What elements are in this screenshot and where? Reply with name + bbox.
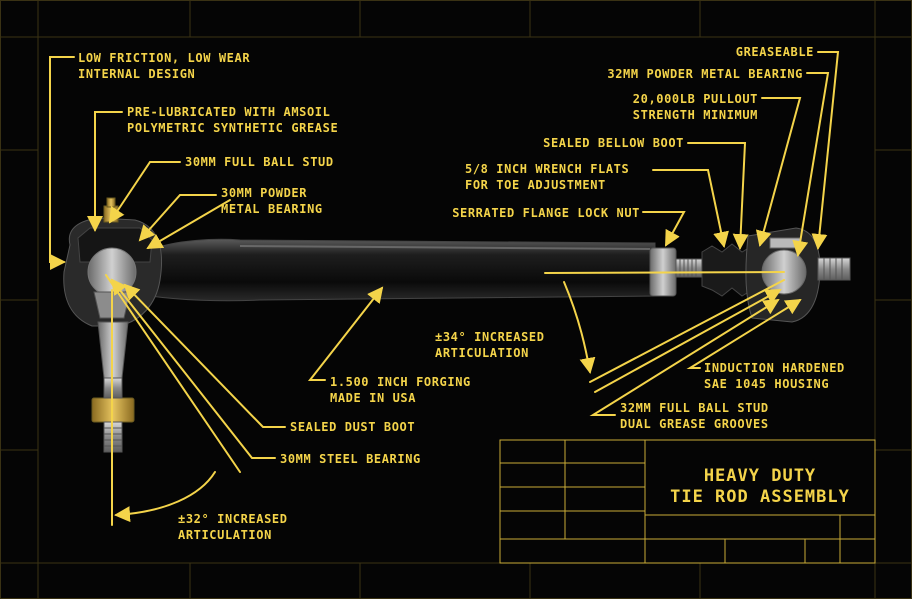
label-artic-34-2: ARTICULATION bbox=[435, 346, 529, 360]
label-artic-32-1: ±32° INCREASED bbox=[178, 512, 288, 526]
label-steel-bearing: 30MM STEEL BEARING bbox=[280, 452, 421, 466]
label-wrench-flats-1: 5/8 INCH WRENCH FLATS bbox=[465, 162, 629, 176]
label-pullout-2: STRENGTH MINIMUM bbox=[633, 108, 758, 122]
leader-lines bbox=[49, 51, 840, 526]
label-ball-stud-left: 30MM FULL BALL STUD bbox=[185, 155, 334, 169]
label-artic-32-2: ARTICULATION bbox=[178, 528, 272, 542]
forging-tube bbox=[149, 238, 656, 302]
label-induction-1: INDUCTION HARDENED bbox=[704, 361, 845, 375]
label-pullout-1: 20,000LB PULLOUT bbox=[633, 92, 758, 106]
title-line-1: HEAVY DUTY bbox=[704, 466, 816, 486]
title-line-2: TIE ROD ASSEMBLY bbox=[670, 487, 850, 507]
label-artic-34-1: ±34° INCREASED bbox=[435, 330, 545, 344]
bellow-boot bbox=[701, 243, 753, 297]
label-ball-stud-right-1: 32MM FULL BALL STUD bbox=[620, 401, 769, 415]
label-induction-2: SAE 1045 HOUSING bbox=[704, 377, 829, 391]
label-low-friction-2: INTERNAL DESIGN bbox=[78, 67, 195, 81]
label-powder-bearing-right: 32MM POWDER METAL BEARING bbox=[607, 67, 803, 81]
label-dust-boot: SEALED DUST BOOT bbox=[290, 420, 415, 434]
label-prelube-2: POLYMETRIC SYNTHETIC GREASE bbox=[127, 121, 338, 135]
label-forging-1: 1.500 INCH FORGING bbox=[330, 375, 471, 389]
label-ball-stud-right-2: DUAL GREASE GROOVES bbox=[620, 417, 769, 431]
callout-labels: LOW FRICTION, LOW WEAR INTERNAL DESIGN P… bbox=[78, 45, 845, 542]
label-forging-2: MADE IN USA bbox=[330, 391, 416, 405]
label-powder-bearing-left-1: 30MM POWDER bbox=[221, 186, 307, 200]
label-bellow-boot: SEALED BELLOW BOOT bbox=[543, 136, 684, 150]
label-low-friction-1: LOW FRICTION, LOW WEAR bbox=[78, 51, 250, 65]
label-lock-nut: SERRATED FLANGE LOCK NUT bbox=[452, 206, 640, 220]
label-powder-bearing-left-2: METAL BEARING bbox=[221, 202, 323, 216]
title-block bbox=[499, 439, 876, 564]
right-threaded-stud bbox=[817, 257, 851, 281]
label-greaseable: GREASEABLE bbox=[736, 45, 814, 59]
label-wrench-flats-2: FOR TOE ADJUSTMENT bbox=[465, 178, 606, 192]
label-prelube-1: PRE-LUBRICATED WITH AMSOIL bbox=[127, 105, 330, 119]
